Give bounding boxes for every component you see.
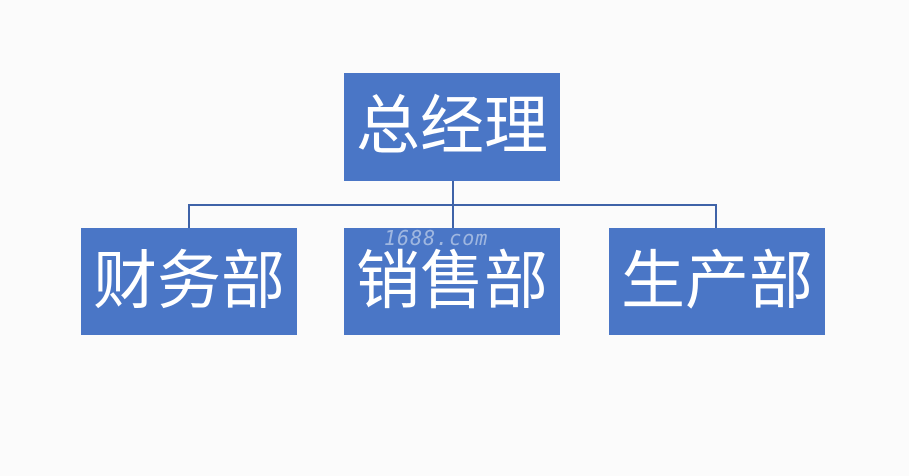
- node-general-manager: 总经理: [344, 73, 560, 181]
- node-finance-department: 财务部: [81, 228, 297, 335]
- node-sales-department: 销售部: [344, 228, 560, 335]
- node-production-department: 生产部: [609, 228, 825, 335]
- node-production-department-label: 生产部: [621, 244, 813, 319]
- node-general-manager-label: 总经理: [356, 90, 548, 164]
- node-finance-department-label: 财务部: [93, 244, 285, 319]
- node-sales-department-label: 销售部: [356, 244, 548, 319]
